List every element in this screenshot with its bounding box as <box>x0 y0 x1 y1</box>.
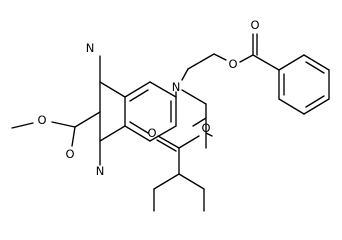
bond <box>178 135 200 149</box>
bond <box>149 125 177 142</box>
lower-phenyl-ring <box>153 173 205 212</box>
bond <box>278 54 305 71</box>
central-benzene-ring <box>124 81 177 142</box>
amine-nitrogen-label: N <box>172 80 181 94</box>
bond <box>11 122 34 129</box>
bond <box>303 54 330 71</box>
carbonyl-oxygen-label: O <box>65 147 74 161</box>
vinyl-bonds <box>74 55 126 166</box>
bond <box>157 135 180 149</box>
bond <box>149 81 177 98</box>
bond <box>99 81 126 98</box>
bond <box>74 111 101 128</box>
nitrile-nitrogen-bottom-label: N <box>96 164 105 178</box>
nitrile-nitrogen-top-label: N <box>86 41 95 55</box>
bond <box>278 98 305 115</box>
bond <box>205 132 213 137</box>
bond <box>124 81 151 98</box>
bond <box>187 53 215 70</box>
structure-diagram: N O O O O <box>11 18 330 212</box>
bond <box>178 173 205 190</box>
methoxy-oxygen-label: O <box>37 113 46 127</box>
bond <box>156 139 177 152</box>
lower-ester-oxygen-label: O <box>201 121 210 135</box>
upper-ester-oxygen-label: O <box>228 57 237 71</box>
aromatic-inner-bond <box>305 61 325 74</box>
bond <box>71 126 76 147</box>
bond <box>239 54 254 63</box>
bond <box>181 89 207 105</box>
bond <box>252 54 280 71</box>
bond <box>99 125 126 142</box>
aromatic-inner-bond <box>129 89 149 102</box>
bond <box>181 68 189 81</box>
bond <box>213 53 227 61</box>
upper-phenyl-ring <box>278 54 330 115</box>
amine-bonds <box>175 53 227 119</box>
lower-arm-bonds <box>192 117 213 149</box>
bond <box>303 98 330 115</box>
upper-carbonyl-oxygen-label: O <box>250 18 259 32</box>
bond <box>124 125 151 142</box>
aromatic-inner-bond <box>129 121 149 134</box>
upper-benzoate-bonds <box>239 33 280 71</box>
lower-benzoate-bonds <box>156 135 200 175</box>
ester-bonds <box>11 121 76 147</box>
bond <box>192 117 207 127</box>
bond <box>51 121 76 128</box>
lower-carbonyl-oxygen-label: O <box>147 126 156 140</box>
aromatic-inner-bond <box>305 95 325 108</box>
bond <box>153 173 180 190</box>
